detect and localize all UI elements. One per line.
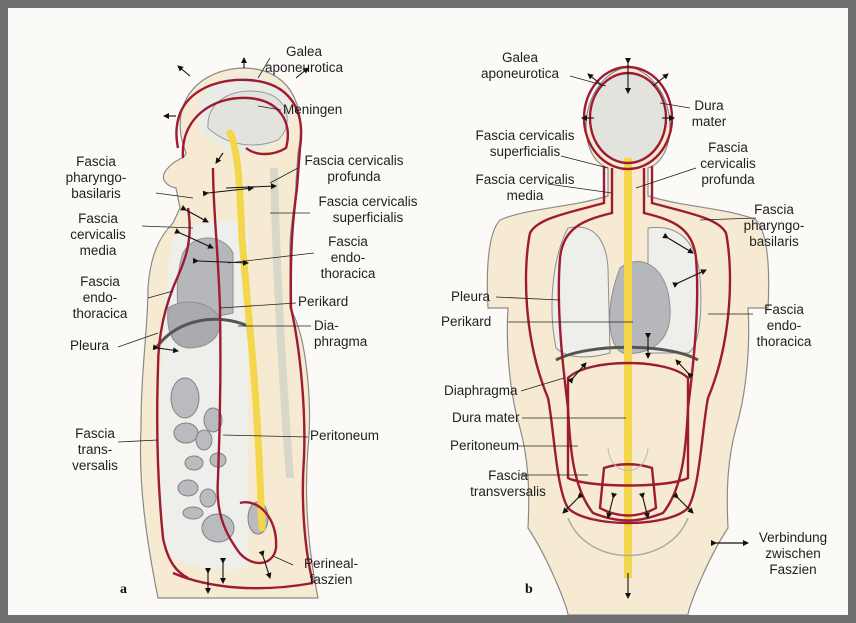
label-a-meningen: Meningen xyxy=(283,102,342,118)
panel-b-letter: b xyxy=(525,582,533,598)
label-b-pleura: Pleura xyxy=(451,289,490,305)
panel-a-letter: a xyxy=(120,582,127,598)
label-a-perikard: Perikard xyxy=(298,294,348,310)
label-a-peritoneum: Peritoneum xyxy=(310,428,379,444)
label-a-perineal-faszien: Perineal-faszien xyxy=(291,556,371,588)
label-a-pleura: Pleura xyxy=(70,338,109,354)
label-b-peritoneum: Peritoneum xyxy=(450,438,519,454)
panel-b-heart xyxy=(610,261,670,353)
panel-a-drawing xyxy=(118,58,318,598)
label-b-perikard: Perikard xyxy=(441,314,491,330)
label-b-dura-mater: Dura mater xyxy=(452,410,520,426)
label-a-diaphragma: Dia-phragma xyxy=(314,318,367,350)
label-b-diaphragma: Diaphragma xyxy=(444,383,518,399)
